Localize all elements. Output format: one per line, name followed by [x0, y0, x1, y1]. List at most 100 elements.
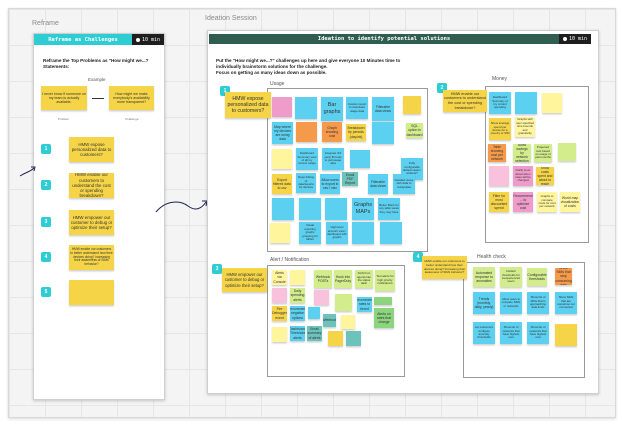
usage-idea-sticky[interactable]: [296, 122, 317, 142]
money-idea-sticky[interactable]: Filter for most discounted spend: [489, 192, 509, 212]
usage-idea-sticky[interactable]: Filterable data views: [372, 97, 394, 121]
money-idea-sticky[interactable]: Table showing cost per network: [488, 144, 506, 162]
alert-idea-sticky[interactable]: [290, 270, 305, 285]
usage-idea-sticky[interactable]: [325, 198, 347, 220]
money-idea-sticky[interactable]: Graphs to compare costs for cost per net…: [537, 192, 557, 212]
alert-idea-sticky[interactable]: Webhook: [323, 314, 336, 327]
money-idea-sticky[interactable]: Projected cost based on usage of past mo…: [534, 144, 552, 162]
step-badge: 5: [41, 287, 51, 297]
alert-idea-sticky[interactable]: [314, 290, 329, 305]
usage-idea-sticky[interactable]: [380, 222, 402, 244]
health-idea-sticky[interactable]: Configurable thresholds: [527, 268, 547, 286]
health-idea-sticky[interactable]: Default thresholds for inexperienced use…: [500, 267, 522, 287]
usage-idea-sticky[interactable]: Detailed views with data to manipulate: [393, 174, 415, 194]
health-idea-sticky[interactable]: Automated response to anomalies: [473, 267, 495, 287]
usage-idea-sticky[interactable]: Breakdown by periods (day/wk): [346, 124, 366, 141]
alert-idea-sticky[interactable]: Alerts via Console: [272, 270, 287, 285]
usage-idea-sticky[interactable]: [403, 96, 421, 114]
usage-idea-sticky[interactable]: High level account view / dashboard with…: [326, 222, 348, 244]
usage-idea-sticky[interactable]: [372, 122, 394, 144]
usage-idea-sticky[interactable]: Visual reporting graphs grouping for tab…: [299, 222, 321, 244]
example-problem-sticky[interactable]: I never know if someone on my team is ac…: [41, 86, 87, 110]
alert-idea-sticky[interactable]: SGS from agents like the status dash: [355, 270, 373, 288]
example-challenge-sticky[interactable]: How might we make everybody's availabili…: [109, 86, 154, 110]
usage-idea-sticky[interactable]: Bar graphs: [321, 97, 343, 121]
alert-idea-sticky[interactable]: [341, 315, 355, 329]
money-idea-sticky[interactable]: [489, 166, 509, 186]
usage-idea-sticky[interactable]: Filterable data views: [368, 174, 388, 194]
reframe-timer[interactable]: 10 min: [132, 34, 164, 45]
money-idea-sticky[interactable]: Show average spend per device for a coun…: [489, 118, 511, 140]
alert-idea-sticky[interactable]: Alerts on rates that change: [374, 308, 394, 328]
usage-idea-sticky[interactable]: Allow users to export in csv / xlsx: [320, 174, 340, 194]
alert-idea-sticky[interactable]: Daily spending alerts: [290, 288, 305, 303]
health-idea-sticky[interactable]: Show list of networks that have highest …: [500, 322, 522, 344]
usage-idea-sticky[interactable]: Export filtered data to csv: [272, 174, 292, 194]
money-idea-sticky[interactable]: [515, 92, 537, 114]
alert-idea-sticky[interactable]: Webhook POSTs: [314, 270, 332, 288]
reframe-frame[interactable]: Reframe as Challenges 10 min Reframe the…: [33, 33, 165, 400]
usage-idea-sticky[interactable]: Custom report to download usage data: [346, 97, 368, 119]
challenge-sticky[interactable]: [69, 280, 114, 305]
money-idea-sticky[interactable]: Recommend ... to optimize cost: [513, 192, 533, 212]
usage-idea-sticky[interactable]: [272, 198, 294, 220]
health-idea-sticky[interactable]: Allow users to compare SIMs or networks: [500, 292, 522, 314]
usage-idea-sticky[interactable]: Dashboard Summary view of all my current…: [296, 148, 318, 170]
alert-idea-sticky[interactable]: [346, 331, 361, 346]
usage-idea-sticky[interactable]: [299, 198, 321, 220]
usage-idea-sticky[interactable]: [272, 97, 292, 117]
usage-idea-sticky[interactable]: [352, 222, 374, 244]
usage-idea-sticky[interactable]: [350, 150, 370, 168]
ideation-frame-label[interactable]: Ideation Session: [205, 15, 257, 22]
alert-idea-sticky[interactable]: Recommend rates to tiered: [357, 297, 372, 312]
usage-idea-sticky[interactable]: Graphs MAPs: [352, 198, 374, 220]
alert-idea-sticky[interactable]: [272, 327, 287, 342]
challenge-sticky[interactable]: HMW enable our customers to understand t…: [443, 90, 487, 112]
challenge-sticky[interactable]: HMW empower our customer to debug or opt…: [222, 268, 267, 292]
health-idea-sticky[interactable]: Show SIMs that are somehow not connected: [555, 292, 577, 314]
health-idea-sticky[interactable]: Show list of SIMs that is approaching da…: [527, 292, 549, 314]
usage-idea-sticky[interactable]: Email PDF Report: [342, 172, 358, 186]
money-idea-sticky[interactable]: [542, 93, 562, 113]
challenge-sticky[interactable]: HMW enable our customers to understand t…: [69, 173, 114, 198]
alert-idea-sticky[interactable]: Email summary of alerts: [307, 326, 322, 341]
usage-idea-sticky[interactable]: Graph showing cost: [322, 122, 342, 142]
usage-idea-sticky[interactable]: [272, 149, 292, 169]
alert-idea-sticky[interactable]: Hook into PagerDuty: [334, 270, 352, 288]
challenge-sticky[interactable]: HMW enable our customers to better under…: [422, 256, 467, 279]
challenge-sticky[interactable]: HMW expose personalized data to customer…: [225, 92, 271, 118]
challenge-sticky[interactable]: HMW empower our customer to debug or opt…: [69, 210, 114, 235]
money-idea-sticky[interactable]: Graphs with user specified time bounds a…: [515, 117, 535, 137]
ideation-timer[interactable]: 10 min: [559, 34, 591, 44]
money-idea-sticky[interactable]: Show costs spent and about to reach: [536, 167, 554, 185]
usage-idea-sticky[interactable]: Better filters for any table views they …: [378, 198, 400, 220]
health-idea-sticky[interactable]: Let customers configure anomaly threshol…: [473, 322, 495, 344]
reframe-frame-label[interactable]: Reframe: [32, 20, 59, 27]
money-idea-sticky[interactable]: Dashboard Summary of my current spending: [489, 92, 511, 114]
alert-idea-sticky[interactable]: [272, 288, 287, 303]
money-idea-sticky[interactable]: Allow savings by network selection: [513, 144, 531, 162]
alert-idea-sticky[interactable]: [328, 331, 343, 346]
alert-idea-sticky[interactable]: Recommend negative options: [290, 306, 305, 321]
health-idea-sticky[interactable]: Trends (monthly, daily, yearly): [473, 292, 495, 314]
challenge-sticky[interactable]: HMW enable our customers to better under…: [69, 245, 114, 270]
health-idea-sticky[interactable]: Show SIMs that stop consuming data: [555, 268, 572, 285]
money-idea-sticky[interactable]: Notify more about when rates will be cha…: [513, 166, 533, 186]
alert-idea-sticky[interactable]: [335, 294, 352, 311]
usage-idea-sticky[interactable]: Integrate 3rd party BI tools to pull usa…: [322, 148, 344, 170]
alert-idea-sticky[interactable]: [308, 307, 320, 319]
health-idea-sticky[interactable]: [555, 324, 577, 346]
challenge-sticky[interactable]: HMW expose personalized data to customer…: [69, 137, 114, 162]
alert-idea-sticky[interactable]: [374, 297, 392, 305]
alert-idea-sticky[interactable]: Fire Debugger event: [272, 306, 287, 321]
usage-idea-sticky[interactable]: [295, 97, 317, 119]
money-idea-sticky[interactable]: [558, 143, 576, 161]
usage-idea-sticky[interactable]: Map where my devices are using data: [272, 122, 293, 144]
usage-idea-sticky[interactable]: SQL option in dashboard: [406, 123, 423, 138]
money-idea-sticky[interactable]: World map visualization of costs: [560, 192, 580, 212]
alert-idea-sticky[interactable]: Dashboard Threshold alerts: [290, 326, 305, 341]
health-idea-sticky[interactable]: Show list of networks that have highest …: [527, 322, 549, 344]
usage-idea-sticky[interactable]: [270, 223, 290, 243]
usage-idea-sticky[interactable]: Deep linking of data/reports for devices: [296, 173, 316, 193]
alert-idea-sticky[interactable]: Text alerts for high priority notificati…: [375, 270, 395, 291]
